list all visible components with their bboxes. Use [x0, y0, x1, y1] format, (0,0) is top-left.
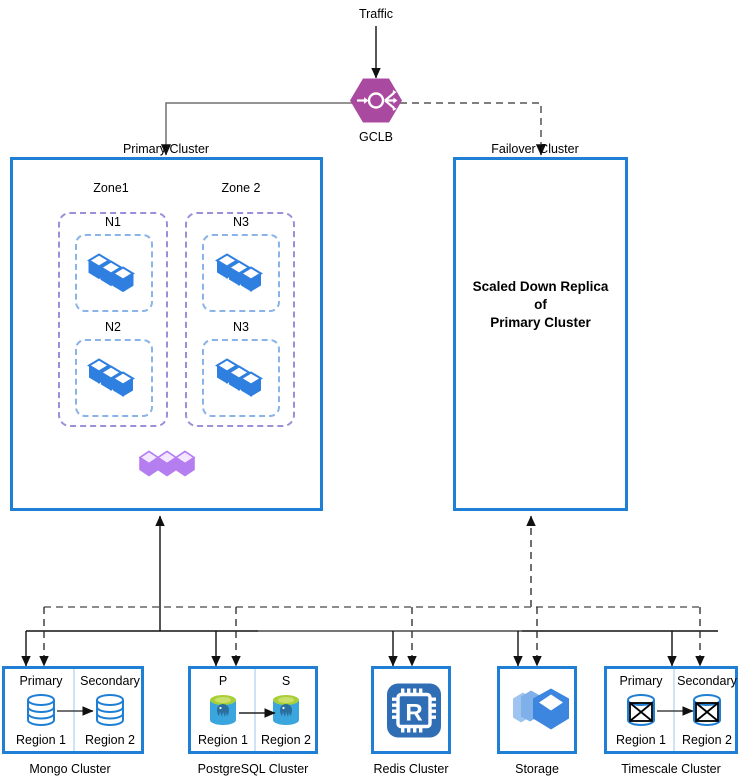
traffic-label: Traffic — [358, 7, 394, 21]
zone-label-2: Zone 2 — [221, 181, 261, 195]
failover-cluster-box[interactable]: Scaled Down Replica of Primary Cluster — [453, 157, 628, 511]
wire-bus-dashed-failover — [39, 515, 705, 667]
db-right-region: Region 2 — [681, 733, 733, 747]
mongo-db-cylinder-icon — [24, 693, 58, 732]
db-right-region: Region 2 — [260, 733, 312, 747]
primary-cluster-label: Primary Cluster — [122, 142, 210, 156]
replication-arrow-icon — [239, 708, 276, 718]
datastore-label-storage: Storage — [515, 762, 559, 776]
db-left-caption: P — [218, 674, 228, 688]
postgres-elephant-cylinder-icon — [270, 692, 302, 733]
db-right-caption: Secondary — [80, 674, 140, 688]
datastore-label-postgresql: PostgreSQL Cluster — [197, 762, 309, 776]
db-divider — [73, 669, 75, 751]
db-right-caption: S — [281, 674, 291, 688]
zone-box-1[interactable] — [58, 212, 168, 427]
datastore-label-mongo: Mongo Cluster — [29, 762, 111, 776]
failover-body-line3: Primary Cluster — [490, 315, 591, 331]
db-right-caption: Secondary — [677, 674, 737, 688]
node-label-2-2: N3 — [233, 320, 249, 334]
datastore-box-redis[interactable]: R — [371, 666, 451, 754]
db-left-caption: Primary — [619, 674, 663, 688]
redis-chip-icon: R — [385, 682, 443, 745]
db-left-caption: Primary — [19, 674, 63, 688]
replication-arrow-icon — [657, 706, 694, 716]
wire-bus-solid-primary — [21, 515, 718, 667]
timescale-cylinder-icon — [624, 693, 658, 732]
db-left-region: Region 1 — [197, 733, 249, 747]
zone-label-1: Zone1 — [93, 181, 129, 195]
postgres-elephant-cylinder-icon — [207, 692, 239, 733]
node-label-2-1: N3 — [233, 215, 249, 229]
datastore-label-timescale: Timescale Cluster — [621, 762, 721, 776]
datastore-box-storage[interactable] — [497, 666, 577, 754]
datastore-box-timescale[interactable]: Primary Secondary — [604, 666, 738, 754]
pods-icon — [213, 247, 271, 300]
failover-cluster-label: Failover Cluster — [491, 142, 579, 156]
mongo-db-cylinder-icon — [93, 693, 127, 732]
datastore-box-postgresql[interactable]: P S Region 1 Regi — [188, 666, 318, 754]
datastore-box-mongo[interactable]: Primary Secondary — [2, 666, 144, 754]
timescale-cylinder-icon — [690, 693, 724, 732]
node-box-2-1[interactable] — [202, 234, 280, 312]
datastore-label-redis: Redis Cluster — [373, 762, 449, 776]
gclb-label: GCLB — [358, 130, 394, 144]
pods-icon — [85, 247, 143, 300]
pods-icon — [85, 352, 143, 405]
failover-body-line2: of — [534, 297, 547, 313]
db-divider — [254, 669, 256, 751]
failover-body-line1: Scaled Down Replica — [472, 279, 609, 294]
zone-box-2[interactable] — [185, 212, 295, 427]
db-divider — [673, 669, 675, 751]
failover-body-text: Scaled Down Replica of Primary Cluster — [456, 278, 625, 333]
db-right-region: Region 2 — [84, 733, 136, 747]
purple-pods-icon — [134, 448, 206, 487]
pods-icon — [213, 352, 271, 405]
replication-arrow-icon — [57, 706, 94, 716]
node-box-2-2[interactable] — [202, 339, 280, 417]
node-label-1-2: N2 — [105, 320, 121, 334]
db-left-region: Region 1 — [615, 733, 667, 747]
node-label-1-1: N1 — [105, 215, 121, 229]
db-left-region: Region 1 — [15, 733, 67, 747]
node-box-1-2[interactable] — [75, 339, 153, 417]
node-box-1-1[interactable] — [75, 234, 153, 312]
primary-cluster-box[interactable]: Zone1 N1 N2 — [10, 157, 323, 511]
storage-boxes-icon — [507, 683, 573, 744]
svg-text:R: R — [405, 700, 422, 727]
load-balancer-icon[interactable] — [349, 77, 403, 130]
